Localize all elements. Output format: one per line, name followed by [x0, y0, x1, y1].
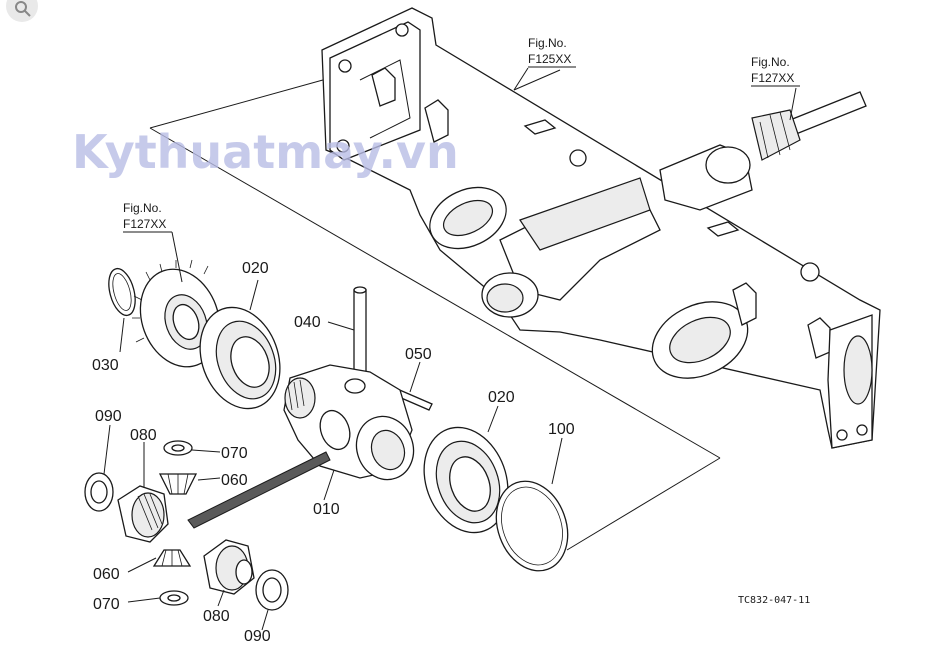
part-label-060-lower: 060	[93, 566, 120, 583]
part-label-100: 100	[548, 421, 575, 438]
part-090-washer-lower	[255, 569, 289, 611]
fig-ref-code: F125XX	[528, 52, 571, 66]
part-label-040: 040	[294, 314, 321, 331]
part-060-pinion-upper	[158, 473, 198, 495]
part-label-020-left: 020	[242, 260, 269, 277]
part-label-020-right: 020	[488, 389, 515, 406]
part-label-090-lower: 090	[244, 628, 271, 645]
fig-ref-label: Fig.No.	[528, 36, 567, 50]
part-label-080-upper: 080	[130, 427, 157, 444]
part-020-bearing-left	[199, 306, 281, 410]
part-080-side-gear-lower	[203, 539, 255, 595]
part-label-010: 010	[313, 501, 340, 518]
fig-ref-f127xx-right: Fig.No. F127XX	[751, 55, 800, 87]
fig-ref-code: F127XX	[751, 71, 794, 85]
part-label-090-upper: 090	[95, 408, 122, 425]
part-100-o-ring	[495, 480, 569, 572]
part-090-washer-upper	[84, 472, 114, 512]
fig-ref-label: Fig.No.	[123, 201, 162, 215]
part-080-side-gear-upper	[117, 485, 169, 543]
axle-housing	[321, 7, 881, 449]
part-070-washer-lower	[159, 590, 189, 606]
part-020-bearing-right	[423, 426, 509, 534]
part-label-050: 050	[405, 346, 432, 363]
drawing-code: TC832-047-11	[738, 595, 810, 606]
leader-lines	[103, 67, 797, 631]
fig-ref-label: Fig.No.	[751, 55, 790, 69]
pinion-shaft	[751, 91, 867, 161]
part-010-diff-case	[187, 364, 415, 529]
part-label-070-lower: 070	[93, 596, 120, 613]
search-button[interactable]	[6, 0, 38, 22]
magnifier-icon	[15, 1, 31, 17]
fig-ref-f125xx: Fig.No. F125XX	[528, 36, 576, 68]
fig-ref-f127xx-left: Fig.No. F127XX	[123, 201, 172, 233]
watermark-text: Kythuatmay.vn	[72, 125, 459, 179]
part-label-080-lower: 080	[203, 608, 230, 625]
part-label-030: 030	[92, 357, 119, 374]
part-040-pin	[353, 286, 367, 373]
part-070-washer-upper	[163, 440, 193, 456]
part-030-snap-ring	[108, 267, 136, 317]
part-060-pinion-lower	[152, 549, 192, 567]
fig-ref-code: F127XX	[123, 217, 166, 231]
part-label-060-upper: 060	[221, 472, 248, 489]
part-label-070-upper: 070	[221, 445, 248, 462]
